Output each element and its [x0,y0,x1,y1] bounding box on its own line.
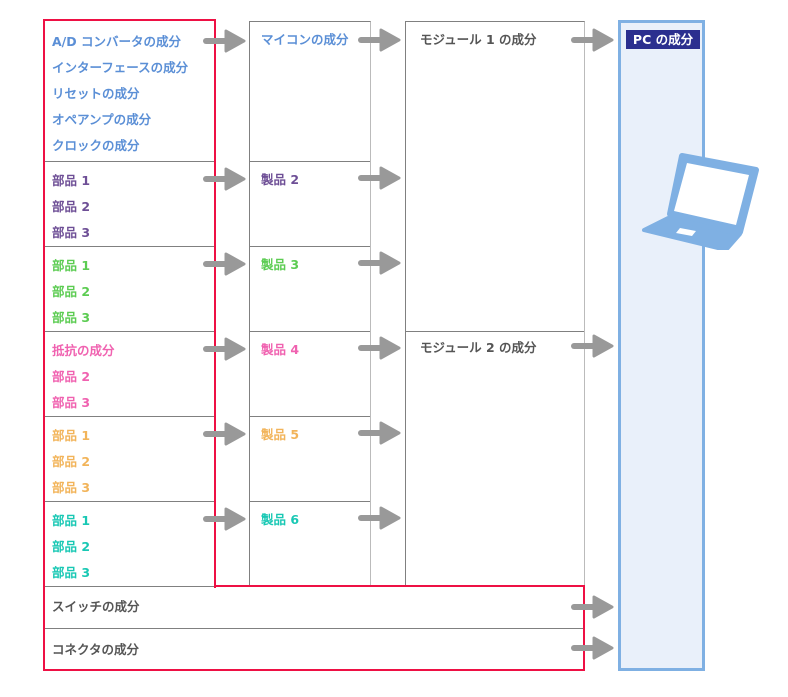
part-item: 部品 2 [52,369,91,384]
part-item: 部品 1 [52,173,91,188]
arrow-icon [358,421,401,445]
part-item: A/D コンバータの成分 [52,34,181,49]
parts-column [44,20,215,587]
arrow-icon [358,166,401,190]
modules-column [405,21,585,587]
arrow-icon [203,422,246,446]
part-item: 部品 2 [52,539,91,554]
arrow-icon [203,252,246,276]
part-item: 部品 3 [52,225,91,240]
part-item: オペアンプの成分 [52,112,152,127]
divider [44,331,215,332]
part-item: 部品 3 [52,395,91,410]
product-label: マイコンの成分 [261,32,349,47]
arrow-icon [571,28,614,52]
product-label: 製品 3 [261,257,300,272]
part-item: 抵抗の成分 [52,343,115,358]
module-label: モジュール 1 の成分 [420,32,537,47]
arrow-icon [358,506,401,530]
divider [249,161,370,162]
divider [405,331,584,332]
part-item: 部品 3 [52,310,91,325]
arrow-icon [203,167,246,191]
product-label: 製品 6 [261,512,300,527]
pc-column [618,20,705,671]
arrow-icon [358,28,401,52]
divider [249,501,370,502]
arrow-icon [203,337,246,361]
divider [44,161,215,162]
pc-label: PC の成分 [626,30,700,49]
part-item: 部品 3 [52,480,91,495]
divider [249,416,370,417]
divider [44,416,215,417]
divider [249,331,370,332]
module-label: モジュール 2 の成分 [420,340,537,355]
divider [44,246,215,247]
part-item: リセットの成分 [52,86,140,101]
product-label: 製品 2 [261,172,300,187]
part-item: 部品 1 [52,258,91,273]
product-label: 製品 4 [261,342,300,357]
laptop-icon [642,153,759,250]
bottom-row-label: コネクタの成分 [52,642,140,657]
part-item: 部品 3 [52,565,91,580]
product-label: 製品 5 [261,427,300,442]
part-item: 部品 2 [52,284,91,299]
divider [249,246,370,247]
part-item: 部品 2 [52,454,91,469]
arrow-icon [203,507,246,531]
part-item: クロックの成分 [52,138,140,153]
bottom-row-label: スイッチの成分 [52,599,140,614]
arrow-icon [571,595,614,619]
part-item: 部品 1 [52,428,91,443]
arrow-icon [358,336,401,360]
divider [44,501,215,502]
part-item: インターフェースの成分 [52,60,189,75]
arrow-icon [571,636,614,660]
arrow-icon [571,334,614,358]
products-column [249,21,371,587]
divider [44,628,585,629]
arrow-icon [203,29,246,53]
part-item: 部品 2 [52,199,91,214]
arrow-icon [358,251,401,275]
part-item: 部品 1 [52,513,91,528]
